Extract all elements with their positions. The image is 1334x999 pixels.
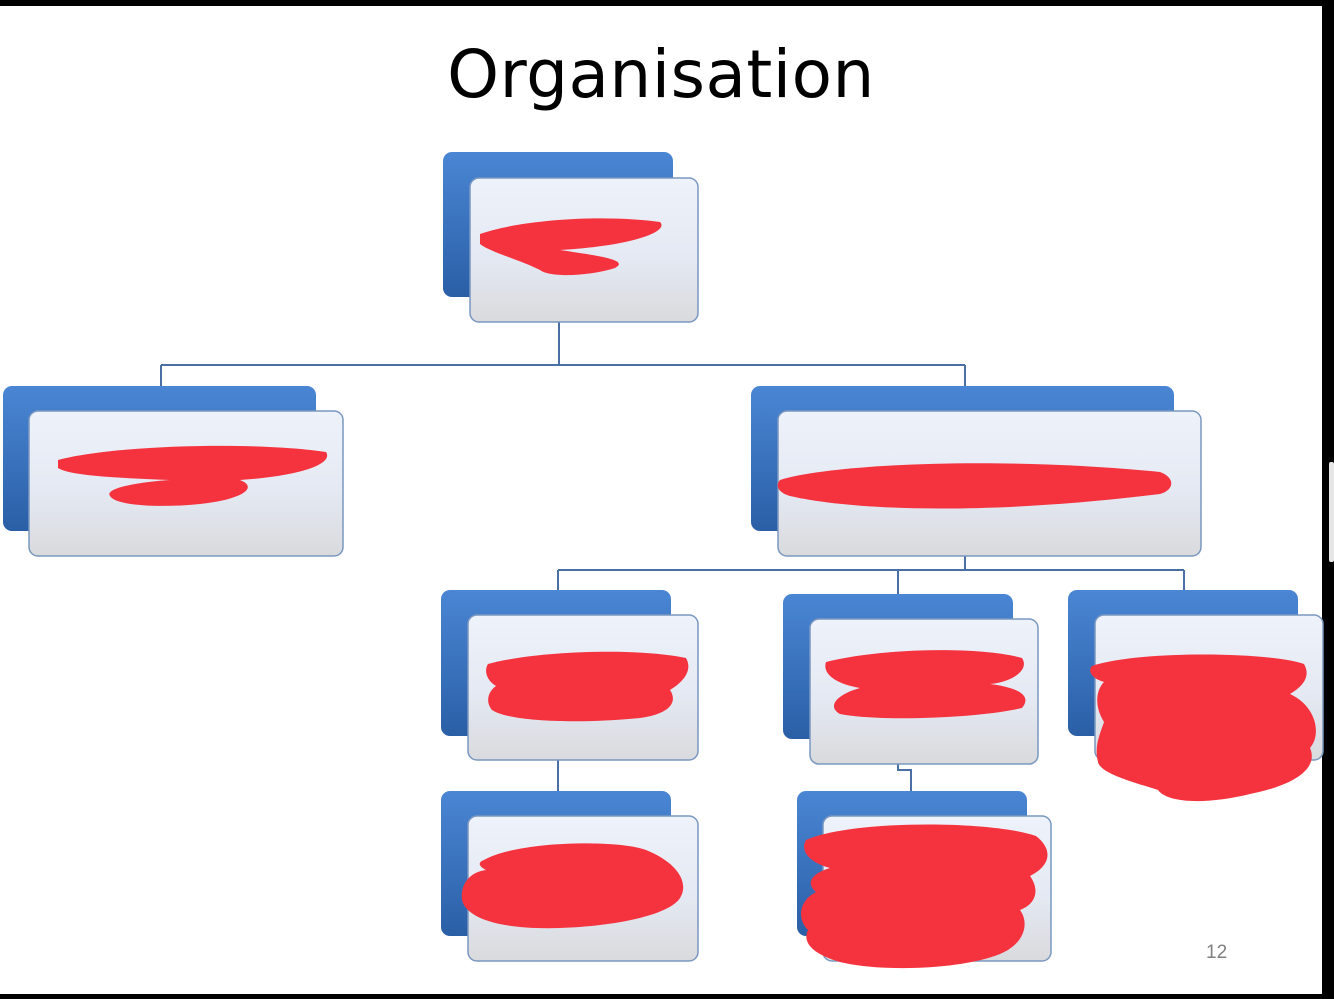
org-node-c2a — [797, 791, 1052, 969]
redaction-mark — [825, 650, 1026, 719]
org-node-c2 — [783, 594, 1039, 765]
connector-right-to-children — [557, 556, 1185, 595]
scrollbar-thumb[interactable] — [1329, 462, 1334, 562]
redaction-mark — [58, 445, 328, 506]
redaction-mark — [480, 218, 662, 276]
connector-root-to-level1 — [160, 322, 966, 388]
connector-lines — [160, 322, 1185, 792]
org-node-c1a — [441, 791, 699, 962]
org-node-c1 — [441, 590, 699, 761]
connector-c2-to-c2a — [897, 764, 912, 792]
page-number: 12 — [1206, 942, 1228, 963]
org-node-c3 — [1068, 590, 1324, 802]
redaction-mark — [1090, 654, 1316, 802]
redaction-mark — [486, 651, 689, 722]
org-node-root — [443, 152, 699, 323]
redaction-mark — [461, 843, 684, 929]
slide-title: Organisation — [447, 36, 875, 113]
redaction-mark — [777, 463, 1172, 509]
redaction-mark — [801, 824, 1048, 969]
org-node-right — [751, 386, 1202, 557]
org-node-left — [3, 386, 344, 557]
